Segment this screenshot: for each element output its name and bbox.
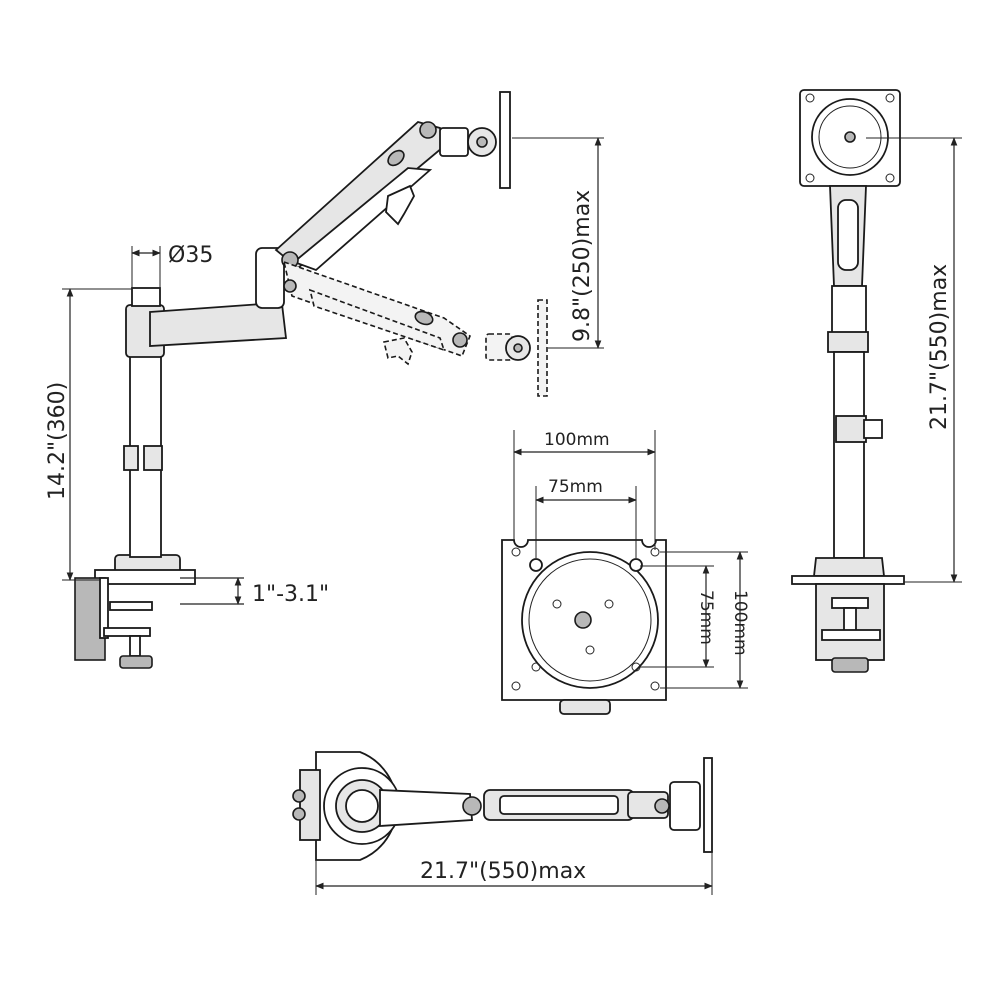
vesa-plate-view: 100mm 75mm 75mm 100mm — [501, 430, 750, 715]
vesa-75-width-label: 75mm — [548, 477, 603, 497]
side-height-label: 21.7"(550)max — [927, 264, 952, 430]
clamp-range-label: 1"-3.1" — [252, 582, 329, 607]
front-view — [74, 91, 548, 669]
pole-diameter-label: Ø35 — [168, 243, 213, 268]
gas-spring-arm-lowered — [282, 260, 548, 397]
vesa-100-height-label: 100mm — [730, 590, 750, 656]
arm-vertical-label: 9.8"(250)max — [570, 190, 595, 342]
top-view: 21.7"(550)max — [292, 751, 713, 895]
pole-side — [833, 351, 865, 559]
vesa-100-width-label: 100mm — [544, 430, 610, 450]
bottom-reach-label: 21.7"(550)max — [420, 859, 586, 884]
pole-height-label: 14.2"(360) — [45, 382, 70, 500]
front-dimensions: Ø35 14.2"(360) 1"-3.1" 9.8"(250)max — [45, 137, 604, 607]
vesa-75-height-label: 75mm — [696, 590, 716, 645]
side-view: 21.7"(550)max — [791, 89, 962, 673]
gas-spring-arm — [274, 91, 511, 272]
desk-clamp — [74, 554, 196, 669]
